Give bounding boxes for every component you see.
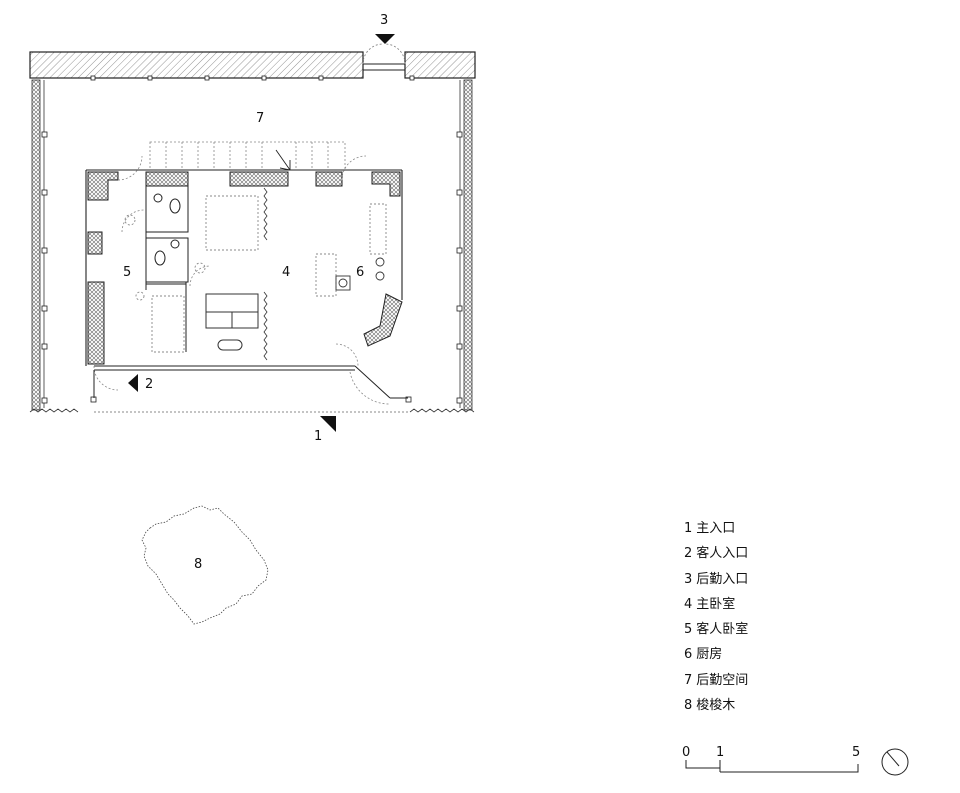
room-label-8: 8 <box>194 557 202 572</box>
house-hatched-walls <box>87 171 403 365</box>
corner-post-br <box>405 396 412 403</box>
stair <box>149 141 346 171</box>
marker-arrow-1 <box>320 416 336 432</box>
scale-tick-5: 5 <box>852 745 860 760</box>
bathrooms <box>145 185 189 352</box>
sofa <box>205 293 259 351</box>
scale-bar <box>685 760 859 773</box>
legend-number: 6 <box>684 647 693 663</box>
legend-label: 厨房 <box>696 647 723 663</box>
bottom-screen-left <box>29 408 79 413</box>
legend-label: 客人卧室 <box>696 622 749 638</box>
furniture <box>124 195 387 353</box>
legend-label: 主卧室 <box>696 596 736 612</box>
entry-door <box>93 365 408 399</box>
side-screen-right <box>459 79 473 411</box>
marker-arrow-2 <box>128 374 138 392</box>
marker-arrow-3 <box>375 34 395 44</box>
room-label-5: 5 <box>123 265 131 280</box>
screen-posts <box>41 131 463 404</box>
legend-number: 5 <box>684 622 693 638</box>
curtain-lower <box>263 291 268 361</box>
side-screen-left <box>31 79 45 411</box>
marker-label-1: 1 <box>314 429 322 444</box>
curtain-upper <box>263 187 268 241</box>
scale-tick-0: 0 <box>682 745 690 760</box>
legend-number: 7 <box>684 672 693 688</box>
marker-label-2: 2 <box>145 377 153 392</box>
room-label-4: 4 <box>282 265 290 280</box>
house-walls <box>85 169 403 371</box>
room-label-7: 7 <box>256 111 264 126</box>
legend-label: 梭梭木 <box>696 698 736 714</box>
legend-number: 3 <box>684 571 693 587</box>
service-door <box>362 43 406 71</box>
outer-wall-top <box>29 51 476 81</box>
tree-outline <box>141 505 269 625</box>
marker-label-3: 3 <box>380 13 388 28</box>
bottom-screen-right <box>409 408 475 413</box>
legend-label: 后勤空间 <box>696 672 749 688</box>
door-swings <box>93 155 391 405</box>
legend-number: 2 <box>684 546 693 562</box>
legend-number: 4 <box>684 596 693 612</box>
legend-label: 后勤入口 <box>696 571 749 587</box>
legend-number: 1 <box>684 521 693 536</box>
scale-tick-1: 1 <box>716 745 724 760</box>
legend-number: 8 <box>684 698 693 714</box>
stair-arrow <box>275 149 291 171</box>
legend-label: 主入口 <box>696 521 736 536</box>
legend-label: 客人入口 <box>696 546 749 562</box>
north-arrow <box>881 748 909 776</box>
room-label-6: 6 <box>356 265 364 280</box>
kitchen-fixtures <box>335 257 385 291</box>
